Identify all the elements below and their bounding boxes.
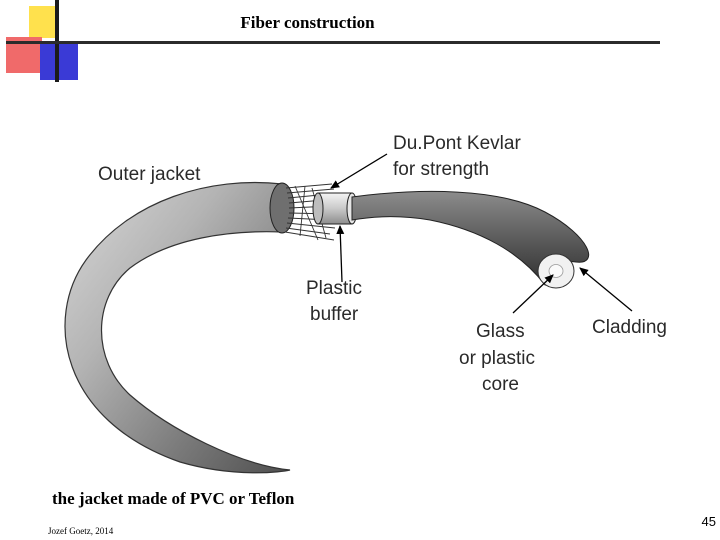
arrow-cladding	[579, 267, 633, 312]
arrow-buffer	[336, 225, 345, 283]
author-footer: Jozef Goetz, 2014	[48, 526, 114, 536]
label-buffer-line2: buffer	[310, 304, 359, 325]
slide-caption: the jacket made of PVC or Teflon	[52, 489, 295, 508]
label-buffer-line1: Plastic	[306, 278, 362, 299]
label-core-line3: core	[482, 374, 519, 395]
label-kevlar-line2: for strength	[393, 159, 489, 180]
title-rule	[6, 41, 660, 44]
page-number: 45	[701, 514, 716, 529]
outer-jacket-shape	[64, 181, 291, 474]
slide-title: Fiber construction	[240, 13, 375, 32]
label-outer-jacket: Outer jacket	[98, 164, 201, 185]
label-core-line1: Glass	[476, 321, 525, 342]
label-core-line2: or plastic	[459, 348, 535, 369]
arrow-kevlar	[330, 153, 388, 189]
logo-yellow-square	[29, 6, 57, 38]
label-kevlar-line1: Du.Pont Kevlar	[393, 133, 521, 154]
label-cladding: Cladding	[592, 317, 667, 338]
logo-blue-square	[40, 44, 78, 80]
arrow-core	[512, 274, 554, 314]
fiber-core	[548, 264, 564, 278]
